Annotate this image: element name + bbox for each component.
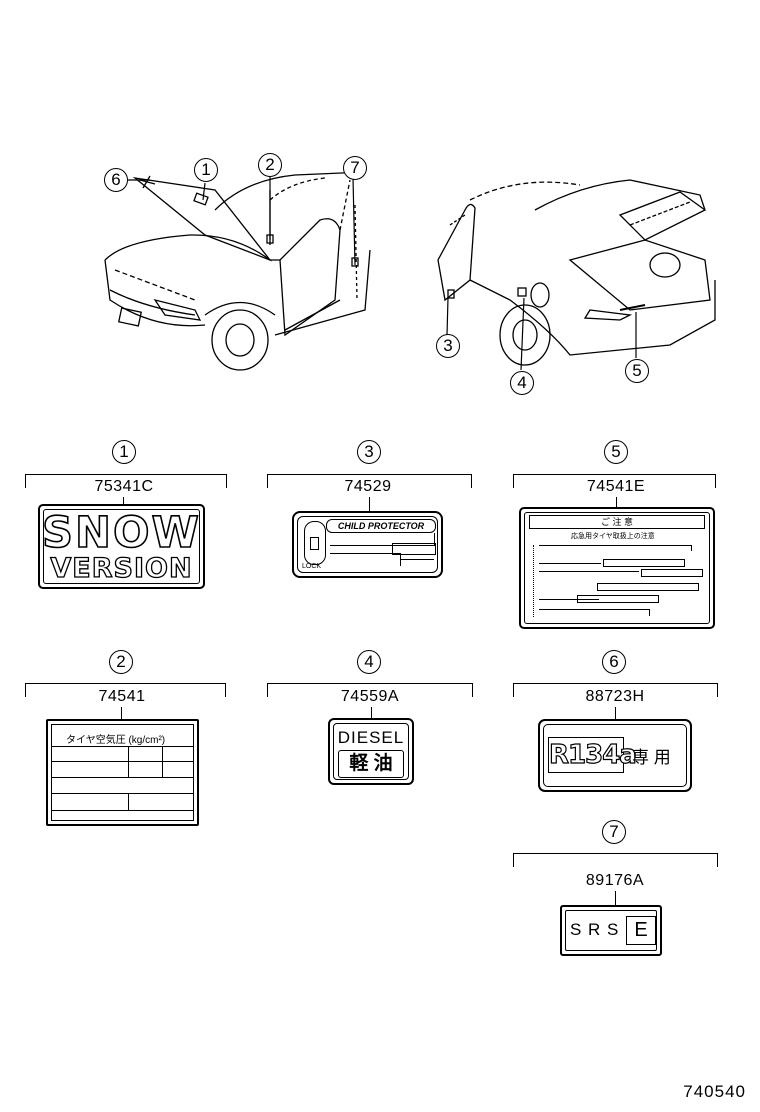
stem-6	[615, 707, 616, 720]
text-line-7	[539, 593, 599, 600]
label-inner-frame	[333, 723, 409, 780]
bracket-2	[25, 683, 226, 697]
text-line-6	[597, 583, 699, 591]
r134a-text: R134a	[548, 737, 637, 773]
srs-e-box: E	[626, 916, 656, 945]
leader-lines	[128, 175, 637, 371]
callout-5: 5	[604, 440, 628, 464]
callout-4-top: 4	[510, 371, 534, 395]
label-snow-version: SNOW VERSION	[38, 504, 205, 589]
text-block-2	[392, 543, 436, 555]
text-block-3	[330, 553, 401, 566]
text-line-5	[641, 569, 703, 577]
label-inner-frame	[51, 724, 194, 821]
label-inner-frame	[43, 509, 200, 584]
callout-6-top: 6	[104, 168, 128, 192]
stem-2	[121, 707, 122, 720]
text-block-1	[330, 533, 435, 546]
text-line-9	[539, 609, 650, 616]
snow-text: SNOW	[41, 508, 201, 558]
lock-switch-knob	[310, 537, 319, 550]
callout-4: 4	[357, 650, 381, 674]
table-row-line-2	[51, 761, 194, 762]
illustration-number: 740540	[683, 1082, 746, 1101]
callout-5-top: 5	[625, 359, 649, 383]
table-row-line-4	[51, 793, 194, 794]
part-number-89176A: 89176A	[585, 872, 645, 889]
label-r134a: R134a 専 用	[538, 719, 692, 792]
stem-7	[615, 891, 616, 906]
label-caution-spare-tire: ご 注 意 応急用タイヤ取扱上の注意	[519, 507, 715, 629]
callout-7: 7	[602, 820, 626, 844]
table-row-line-5	[51, 810, 194, 811]
callout-1: 1	[112, 440, 136, 464]
table-col-line-2	[162, 746, 163, 777]
table-row-line-3	[51, 777, 194, 778]
senyo-text: 専 用	[632, 748, 671, 767]
text-line-2	[539, 555, 601, 564]
text-line-1	[539, 545, 692, 551]
part-number-74559A: 74559A	[340, 688, 400, 705]
keiyu-text: 軽 油	[338, 750, 404, 778]
lock-text: LOCK	[302, 563, 322, 570]
caution-subheader: 応急用タイヤ取扱上の注意	[571, 533, 655, 540]
bracket-1	[25, 474, 227, 488]
front-car-illustration	[104, 171, 371, 371]
stem-1	[123, 497, 124, 505]
callout-3-top: 3	[436, 334, 460, 358]
lock-switch-outline	[304, 521, 326, 565]
version-text: VERSION	[50, 553, 193, 584]
bracket-7	[513, 853, 718, 867]
label-srs: S R S E	[560, 905, 662, 956]
table-col-line-3	[128, 793, 129, 810]
part-number-88723H: 88723H	[585, 688, 645, 705]
text-block-4	[400, 559, 434, 566]
child-protector-header: CHILD PROTECTOR	[326, 519, 436, 533]
rear-car-illustration	[437, 179, 716, 366]
label-inner-frame	[543, 724, 687, 787]
stem-5	[616, 497, 617, 508]
bracket-3	[267, 474, 472, 488]
callout-6: 6	[602, 650, 626, 674]
label-tire-pressure: タイヤ空気圧 (kg/cm²)	[46, 719, 199, 826]
callout-7-top: 7	[343, 156, 367, 180]
part-number-75341C: 75341C	[94, 478, 154, 495]
part-number-74529: 74529	[344, 478, 392, 495]
table-row-line-1	[51, 746, 194, 747]
stem-4	[371, 707, 372, 719]
text-line-4	[539, 571, 639, 578]
label-inner-frame	[524, 512, 710, 624]
callout-1-top: 1	[194, 158, 218, 182]
diesel-text: DIESEL	[337, 728, 405, 747]
label-child-protector: CHILD PROTECTOR LOCK	[292, 511, 443, 578]
label-inner-frame	[297, 516, 438, 573]
label-diesel: DIESEL 軽 油	[328, 718, 414, 785]
text-line-3	[603, 559, 685, 567]
bullet-column	[533, 545, 538, 617]
tire-pressure-header: タイヤ空気圧 (kg/cm²)	[66, 735, 166, 746]
stem-3	[369, 497, 370, 512]
srs-text: S R S	[570, 920, 620, 939]
bracket-4	[267, 683, 473, 697]
label-inner-frame	[565, 910, 657, 951]
text-line-8	[577, 595, 659, 603]
callout-2-top: 2	[258, 153, 282, 177]
part-number-74541E: 74541E	[586, 478, 646, 495]
callout-2: 2	[109, 650, 133, 674]
part-number-74541: 74541	[98, 688, 146, 705]
table-col-line-1	[128, 746, 129, 777]
callout-3: 3	[357, 440, 381, 464]
caution-header: ご 注 意	[529, 515, 705, 529]
bracket-6	[513, 683, 718, 697]
bracket-5	[513, 474, 716, 488]
